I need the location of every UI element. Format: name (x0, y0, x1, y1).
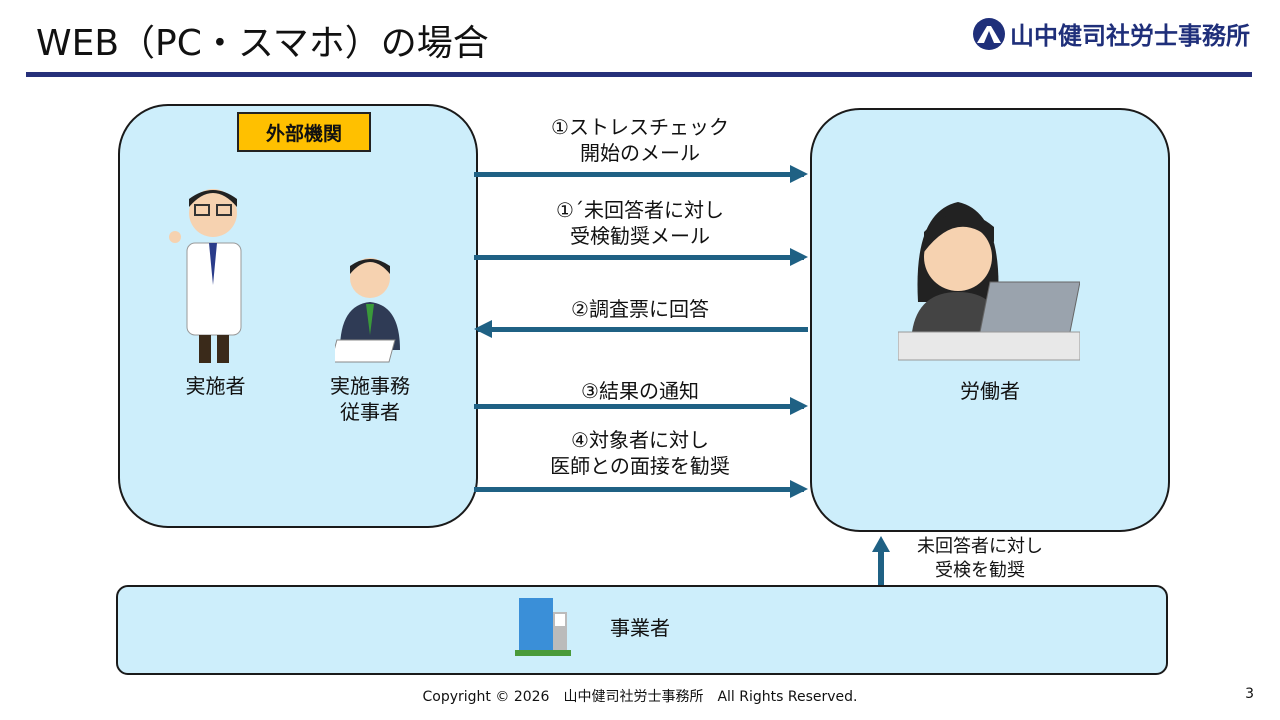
page-number: 3 (1245, 686, 1254, 702)
label-line: 受検を勧奨 (935, 560, 1025, 581)
arrow-start-mail (474, 165, 808, 183)
label-line: 医師との面接を勧奨 (550, 454, 730, 478)
staff-label-line1: 実施事務 (330, 374, 410, 398)
external-organization-tag: 外部機関 (237, 112, 371, 152)
company-logo: 山中健司社労士事務所 (972, 16, 1250, 51)
employer-arrow-label: 未回答者に対し受検を勧奨 (900, 535, 1060, 583)
label-line: ④対象者に対し (571, 428, 709, 452)
office-building-icon (515, 598, 571, 656)
arrow-reminder-mail (474, 248, 808, 266)
copyright-footer: Copyright © 2026 山中健司社労士事務所 All Rights R… (422, 689, 858, 705)
worker-at-laptop-illustration-icon (898, 202, 1080, 361)
label-line: 受検勧奨メール (570, 224, 710, 248)
arrow-label-interview: ④対象者に対し医師との面接を勧奨 (490, 427, 790, 479)
external-organization-box (118, 104, 478, 528)
arrow-label-result: ③結果の通知 (581, 379, 699, 403)
label-line: 未回答者に対し (917, 536, 1043, 557)
title-divider (26, 72, 1252, 77)
implementer-label: 実施者 (185, 374, 246, 398)
employer-label: 事業者 (610, 616, 670, 640)
arrow-answer (474, 320, 808, 338)
label-line: ①ストレスチェック (551, 115, 729, 139)
staff-illustration-icon (335, 258, 400, 363)
arrow-interview (474, 480, 808, 498)
worker-label: 労働者 (960, 379, 1020, 403)
arrow-label-reminder-mail: ①´未回答者に対し受検勧奨メール (490, 197, 790, 249)
mountain-logo-icon (973, 17, 1005, 50)
arrow-label-answer: ②調査票に回答 (571, 297, 709, 321)
page-title: WEB（PC・スマホ）の場合 (36, 23, 489, 64)
label-line: ①´未回答者に対し (556, 198, 724, 222)
label-line: 開始のメール (580, 141, 700, 165)
logo-text: 山中健司社労士事務所 (1010, 22, 1250, 50)
staff-label-line2: 従事者 (340, 400, 400, 424)
staff-label: 実施事務従事者 (310, 373, 430, 425)
arrow-employer-to-worker (872, 536, 890, 586)
arrow-label-start-mail: ①ストレスチェック開始のメール (490, 114, 790, 166)
doctor-illustration-icon (169, 189, 242, 363)
arrow-result (474, 397, 808, 415)
employer-box (116, 585, 1168, 675)
